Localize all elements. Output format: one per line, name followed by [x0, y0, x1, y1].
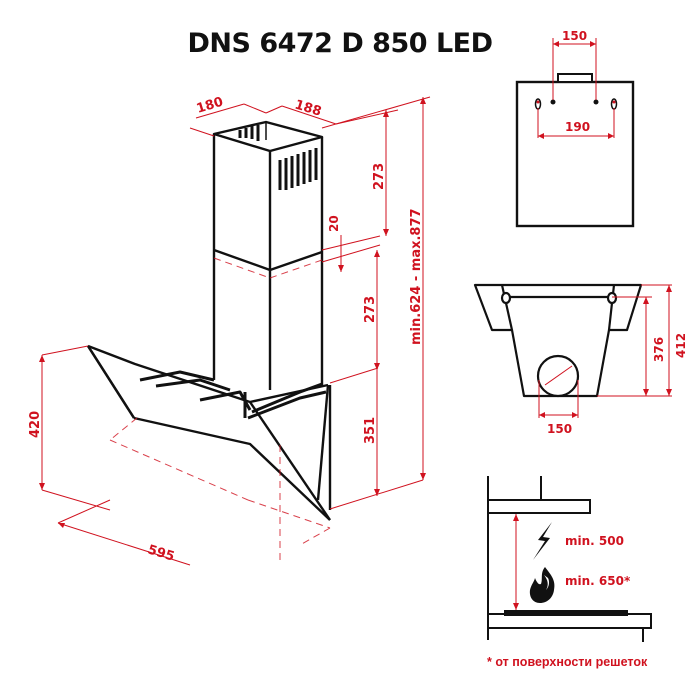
- dim-total-height: min.624 - max.877: [409, 208, 424, 345]
- flame-icon: [529, 567, 555, 603]
- dim-lower-chimney: 273: [363, 296, 378, 323]
- hood-isometric: [86, 120, 336, 521]
- projection-lines: [109, 257, 331, 560]
- dim-outer-depth: 412: [674, 333, 688, 358]
- mount-view: [515, 38, 635, 228]
- dim-overlap: 20: [327, 215, 341, 232]
- dim-hood-body: 351: [363, 417, 378, 444]
- footnote: * от поверхности решеток: [487, 655, 648, 669]
- dim-chimney-depth: 188: [293, 97, 323, 119]
- dim-hood-width: 595: [146, 542, 176, 564]
- lightning-icon: [533, 522, 552, 560]
- dimension-lines: [41, 96, 431, 566]
- dim-glass-height: 420: [28, 411, 43, 438]
- min-electric-label: min. 500: [565, 534, 624, 548]
- arrowheads: [39, 97, 426, 528]
- dim-bracket-spacing: 150: [562, 29, 587, 43]
- product-title: DNS 6472 D 850 LED: [187, 28, 493, 59]
- lower-chimney: [212, 250, 324, 390]
- dim-duct-diameter: 150: [547, 422, 572, 436]
- dim-inner-depth: 376: [652, 337, 666, 362]
- dim-chimney-width: 180: [195, 95, 225, 117]
- install-view: [487, 476, 652, 642]
- dim-keyhole-spacing: 190: [565, 120, 590, 134]
- top-view: [473, 283, 643, 398]
- upper-chimney: [212, 120, 324, 272]
- hood-body: [86, 344, 336, 521]
- dim-upper-chimney: 273: [372, 163, 387, 190]
- min-gas-label: min. 650*: [565, 574, 631, 588]
- top-view-dims: [538, 284, 672, 418]
